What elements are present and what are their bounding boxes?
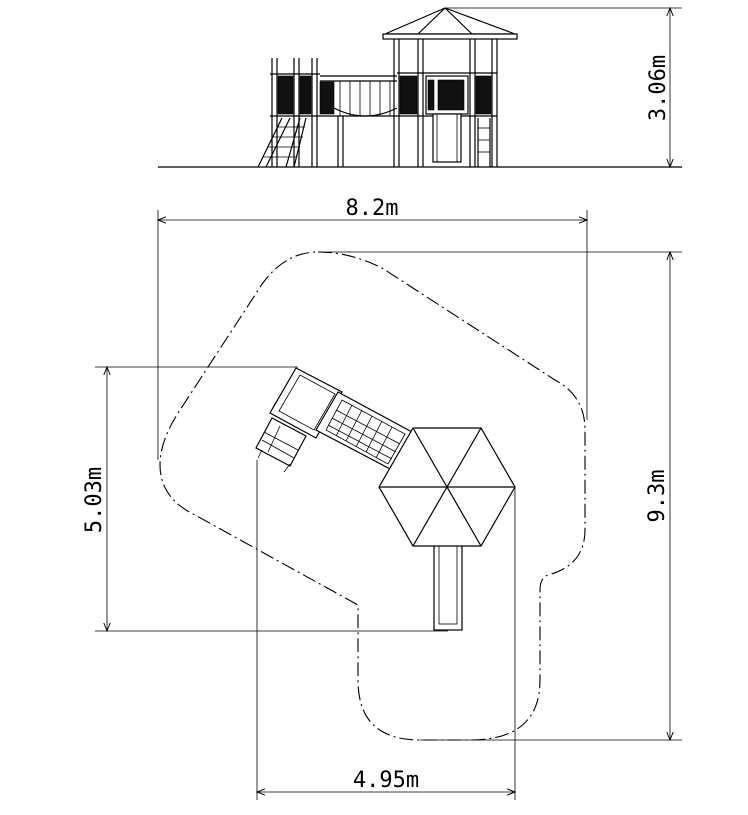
- platform-depth-label: 5.03m: [82, 467, 107, 533]
- platform-depth-dimension: 5.03m: [82, 365, 448, 633]
- depth-dimension: 9.3m: [318, 250, 682, 742]
- tower-width-dimension: 4.95m: [255, 460, 517, 800]
- slide-plan: [433, 539, 463, 631]
- plan-structure: [255, 367, 516, 631]
- right-tower: [382, 7, 518, 167]
- slide: [432, 113, 462, 163]
- height-dimension: 3.06m: [445, 6, 682, 169]
- height-label: 3.06m: [646, 55, 671, 121]
- roof: [384, 7, 516, 35]
- bridge: [319, 75, 398, 167]
- depth-label: 9.3m: [645, 470, 670, 523]
- left-ladder: [257, 117, 307, 168]
- safety-zone-outline: [159, 251, 586, 741]
- ladder-plan: [255, 417, 307, 467]
- left-tower: [270, 58, 320, 167]
- width-label: 8.2m: [346, 196, 399, 221]
- tower-width-label: 4.95m: [353, 768, 419, 793]
- width-dimension: 8.2m: [156, 196, 589, 460]
- elevation-view: [158, 7, 682, 168]
